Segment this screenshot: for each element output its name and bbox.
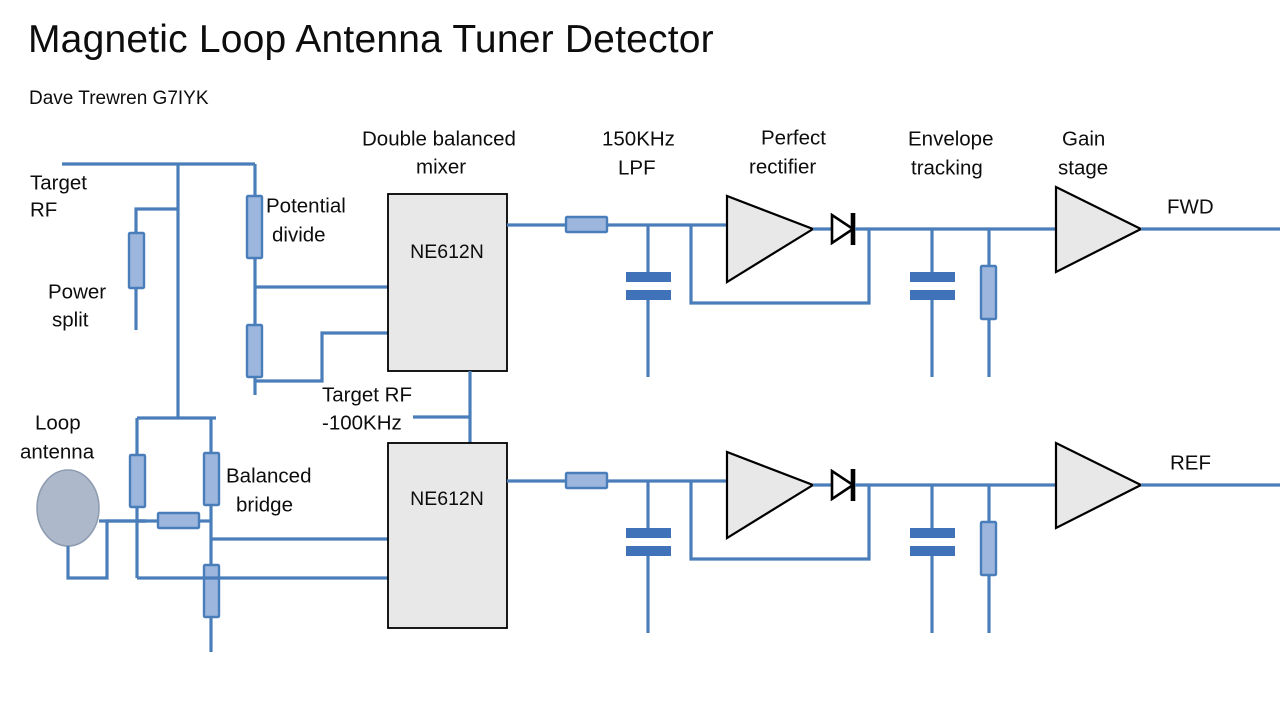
label-power-split-line2: split [52,308,89,331]
capacitor-lpf-top-plate-lower [626,290,671,300]
label-lpf-line1: 150KHz [602,127,675,150]
chip-mixer-top-label: NE612N [410,241,484,263]
resistor-envelope-bottom [979,520,998,577]
wire-divide-to-mixer-in2 [255,331,389,383]
capacitor-envelope-top-plate-upper [910,272,955,282]
author-byline: Dave Trewren G7IYK [29,88,209,109]
label-gain-line1: Gain [1062,127,1105,150]
chip-mixer-top [387,193,508,372]
resistor-bridge-right [202,451,221,507]
resistor-lpf-series-top [564,215,609,234]
capacitor-envelope-top-plate-lower [910,290,955,300]
label-local-osc-line2: -100KHz [322,411,402,434]
resistor-potential-divide-lower [245,323,264,379]
label-loop-antenna-line2: antenna [20,440,95,463]
resistor-bridge-balance [156,511,201,530]
capacitor-lpf-bottom-plate-upper [626,528,671,538]
label-rectifier-line2: rectifier [749,155,816,178]
amplifier-gain-bottom [1054,441,1144,530]
resistor-lpf-series-bottom [564,471,609,490]
wire-power-split-tap [134,207,178,233]
resistor-power-split [127,231,146,290]
label-output-ref: REF [1170,451,1211,474]
capacitor-lpf-top-plate-upper [626,272,671,282]
resistor-bridge-left [128,453,147,509]
label-target-rf-line1: Target [30,171,87,194]
diode-rectifier-bottom-body [830,468,856,502]
resistor-envelope-top [979,264,998,321]
amplifier-rectifier-top [725,194,816,284]
capacitor-envelope-bottom-plate-upper [910,528,955,538]
amplifier-gain-top [1054,185,1144,274]
label-mixer-line1: Double balanced [362,127,516,150]
wire-rectifier-feedback-top [689,225,871,305]
label-target-rf-line2: RF [30,198,57,221]
label-balanced-bridge-line1: Balanced [226,464,311,487]
capacitor-lpf-bottom-plate-lower [626,546,671,556]
label-rectifier-line1: Perfect [761,126,826,149]
wire-rectifier-feedback-bottom [689,481,871,561]
label-local-osc-line1: Target RF [322,383,412,406]
chip-mixer-bottom [387,442,508,629]
label-output-fwd: FWD [1167,195,1214,218]
label-lpf-line2: LPF [618,156,656,179]
resistor-potential-divide-upper [245,194,264,260]
resistor-bridge-lower [202,563,221,619]
diode-rectifier-top-body [830,212,856,246]
chip-mixer-bottom-label: NE612N [410,488,484,510]
page-title: Magnetic Loop Antenna Tuner Detector [28,18,714,61]
label-power-split-line1: Power [48,280,106,303]
label-mixer-line2: mixer [416,155,466,178]
loop-antenna-symbol [36,469,100,547]
label-loop-antenna-line1: Loop [35,411,81,434]
label-balanced-bridge-line2: bridge [236,493,293,516]
label-envelope-line1: Envelope [908,127,993,150]
capacitor-envelope-bottom-plate-lower [910,546,955,556]
label-potential-divide-line2: divide [272,223,326,246]
amplifier-rectifier-bottom [725,450,816,540]
label-envelope-line2: tracking [911,156,983,179]
label-gain-line2: stage [1058,156,1108,179]
label-potential-divide-line1: Potential [266,194,346,217]
